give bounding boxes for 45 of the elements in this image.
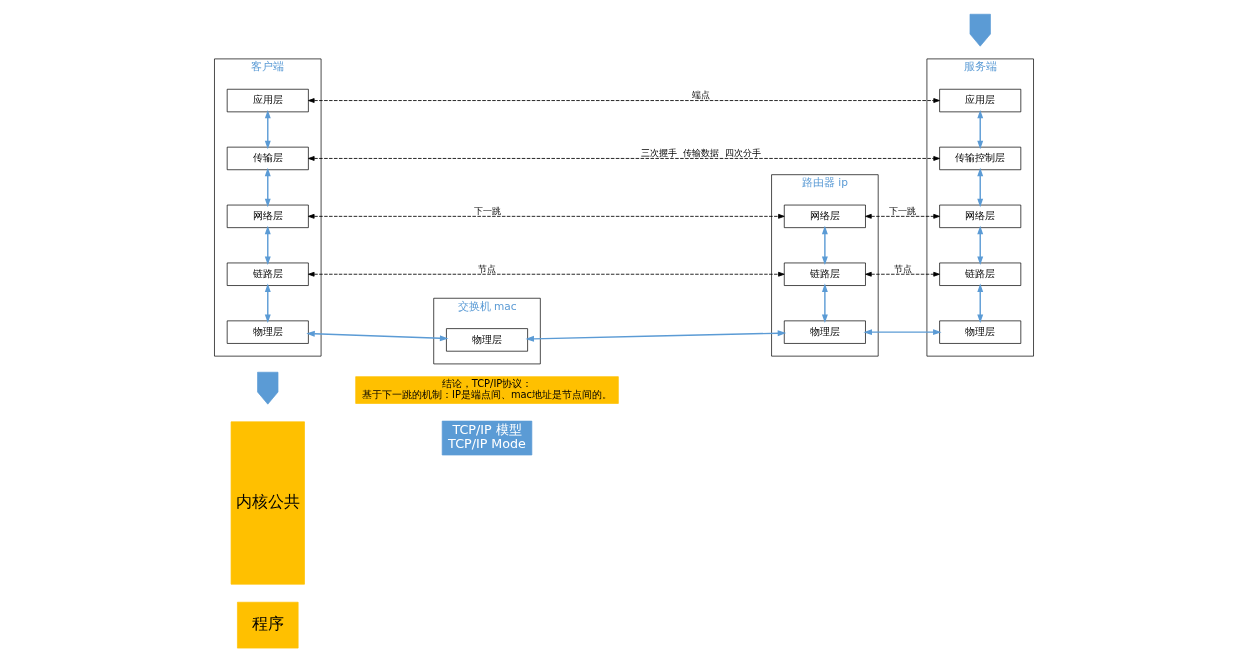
edge-label: 下一跳 bbox=[473, 204, 501, 216]
node-box: 应用层 bbox=[226, 88, 309, 113]
arrow bbox=[264, 167, 271, 208]
node-box: TCP/IP 模型 TCP/IP Mode bbox=[441, 420, 532, 456]
node-box: 应用层 bbox=[938, 88, 1021, 113]
node-box: 传输控制层 bbox=[938, 146, 1021, 171]
arrow bbox=[864, 271, 940, 277]
edge-label: 端点 bbox=[691, 89, 710, 101]
node-box: 网络层 bbox=[938, 204, 1021, 228]
arrow bbox=[821, 283, 828, 323]
arrow bbox=[976, 225, 983, 266]
node-box: 物理层 bbox=[938, 320, 1021, 344]
node-person bbox=[256, 371, 278, 405]
node-box: 传输层 bbox=[226, 146, 309, 171]
node-box: 网络层 bbox=[783, 204, 866, 228]
node-box: 物理层 bbox=[445, 328, 528, 352]
arrow bbox=[307, 156, 940, 161]
arrow bbox=[525, 330, 786, 342]
arrow bbox=[863, 329, 942, 336]
edge-label: 三次握手 传输数据 四次分手 bbox=[640, 146, 761, 158]
arrow bbox=[976, 283, 983, 323]
arrow bbox=[821, 225, 828, 266]
edge-label: 节点 bbox=[477, 262, 496, 274]
arrow bbox=[307, 98, 940, 103]
node-box: 链路层 bbox=[783, 262, 866, 286]
arrow bbox=[307, 213, 785, 219]
node-box: 链路层 bbox=[938, 262, 1021, 286]
arrow bbox=[976, 167, 983, 208]
node-box: 网络层 bbox=[226, 204, 309, 228]
node-box: 链路层 bbox=[226, 262, 309, 286]
node-box: 物理层 bbox=[783, 320, 866, 344]
node-box: 结论，TCP/IP协议： 基于下一跳的机制：IP是端点间、mac地址是节点间的。 bbox=[354, 376, 619, 404]
arrow bbox=[264, 283, 271, 323]
arrow bbox=[264, 225, 271, 266]
arrow bbox=[264, 109, 271, 150]
node-person bbox=[969, 13, 991, 47]
edge-label: 节点 bbox=[893, 262, 912, 274]
arrow bbox=[976, 109, 983, 150]
node-box: 物理层 bbox=[226, 320, 309, 344]
edge-label: 下一跳 bbox=[888, 204, 916, 216]
arrow bbox=[307, 271, 785, 277]
node-box: 程序 bbox=[236, 601, 298, 649]
node-box: 内核公共 bbox=[230, 421, 305, 585]
arrow bbox=[305, 330, 448, 342]
arrow bbox=[864, 213, 940, 219]
